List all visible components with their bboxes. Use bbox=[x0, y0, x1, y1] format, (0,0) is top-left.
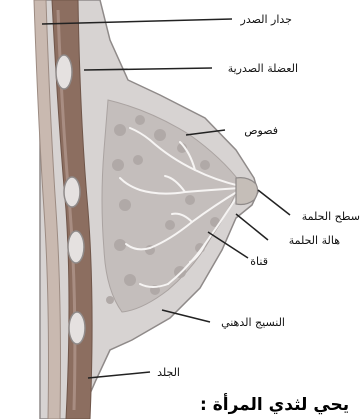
label-nipple-surface: سطح الحلمة bbox=[302, 210, 360, 223]
label-areola: هالة الحلمة bbox=[289, 234, 341, 247]
rib-4 bbox=[69, 312, 85, 344]
label-lobules: فصوص bbox=[244, 124, 278, 137]
leader-areola bbox=[236, 214, 268, 240]
label-pectoral-muscle: العضلة الصدرية bbox=[228, 62, 298, 75]
diagram-caption: يحي لثدي المرأة : bbox=[200, 392, 360, 419]
rib-2 bbox=[64, 177, 80, 207]
rib-3 bbox=[68, 231, 84, 263]
leader-nipple-surface bbox=[258, 190, 290, 215]
label-duct: قناة bbox=[250, 255, 268, 268]
rib-1 bbox=[56, 55, 72, 89]
label-fatty-tissue: النسيج الدهني bbox=[221, 316, 285, 329]
label-chest-wall: جدار الصدر bbox=[240, 13, 292, 26]
label-skin: الجلد bbox=[157, 366, 180, 379]
